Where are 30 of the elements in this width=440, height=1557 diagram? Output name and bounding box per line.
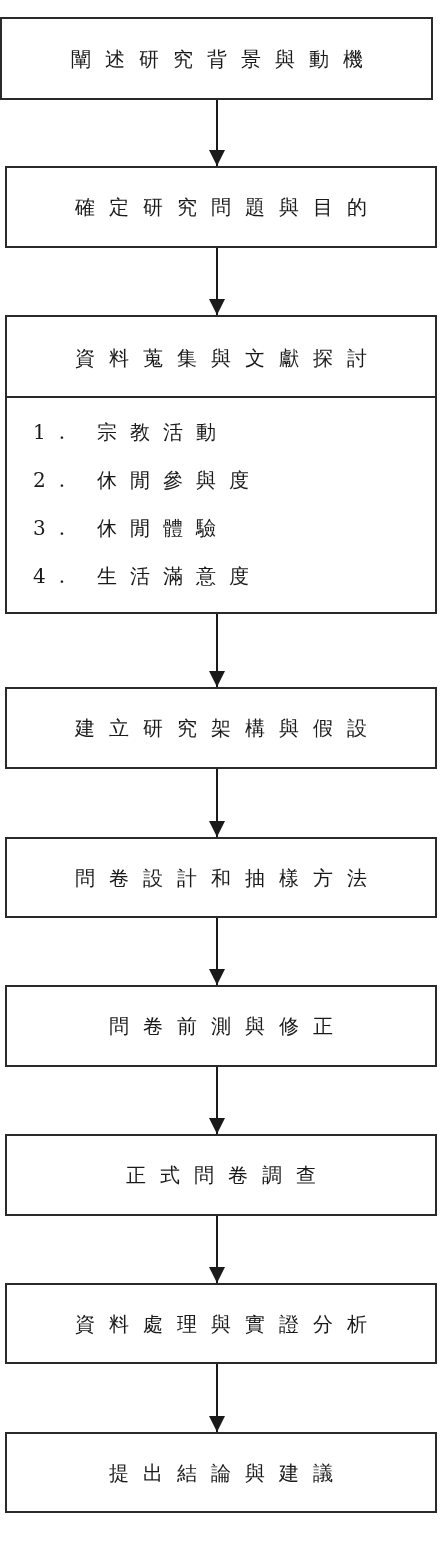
step-label: 提出結論與建議 bbox=[108, 1459, 347, 1487]
arrow bbox=[209, 1363, 225, 1433]
arrow bbox=[209, 917, 225, 986]
step-label: 問卷前測與修正 bbox=[108, 1013, 347, 1040]
arrow bbox=[209, 1215, 225, 1284]
list-item: 4. 生活滿意度 bbox=[33, 563, 263, 590]
list-item: 1. 宗教活動 bbox=[33, 419, 230, 446]
step-label: 資料處理與實證分析 bbox=[74, 1310, 381, 1338]
list-item: 3. 休閒體驗 bbox=[33, 515, 230, 542]
arrow bbox=[209, 613, 225, 688]
process-box bbox=[5, 166, 437, 248]
process-box bbox=[5, 1432, 437, 1513]
arrow bbox=[209, 768, 225, 838]
process-box bbox=[0, 17, 433, 100]
step-label: 闡述研究背景與動機 bbox=[69, 45, 377, 73]
process-box bbox=[5, 1283, 437, 1364]
list-item: 2. 休閒參與度 bbox=[33, 467, 263, 494]
arrow bbox=[209, 99, 225, 167]
process-box bbox=[5, 687, 437, 769]
step-label: 確定研究問題與目的 bbox=[74, 194, 381, 221]
process-box bbox=[5, 1134, 437, 1216]
step-label: 正式問卷調查 bbox=[125, 1162, 330, 1189]
step-label: 資料蒐集與文獻探討 bbox=[74, 344, 381, 372]
process-box bbox=[5, 315, 437, 614]
process-box bbox=[5, 837, 437, 918]
arrow bbox=[209, 1066, 225, 1135]
step-label: 建立研究架構與假設 bbox=[74, 715, 381, 742]
arrow bbox=[209, 247, 225, 316]
process-box bbox=[5, 985, 437, 1067]
step-label: 問卷設計和抽樣方法 bbox=[74, 864, 381, 892]
